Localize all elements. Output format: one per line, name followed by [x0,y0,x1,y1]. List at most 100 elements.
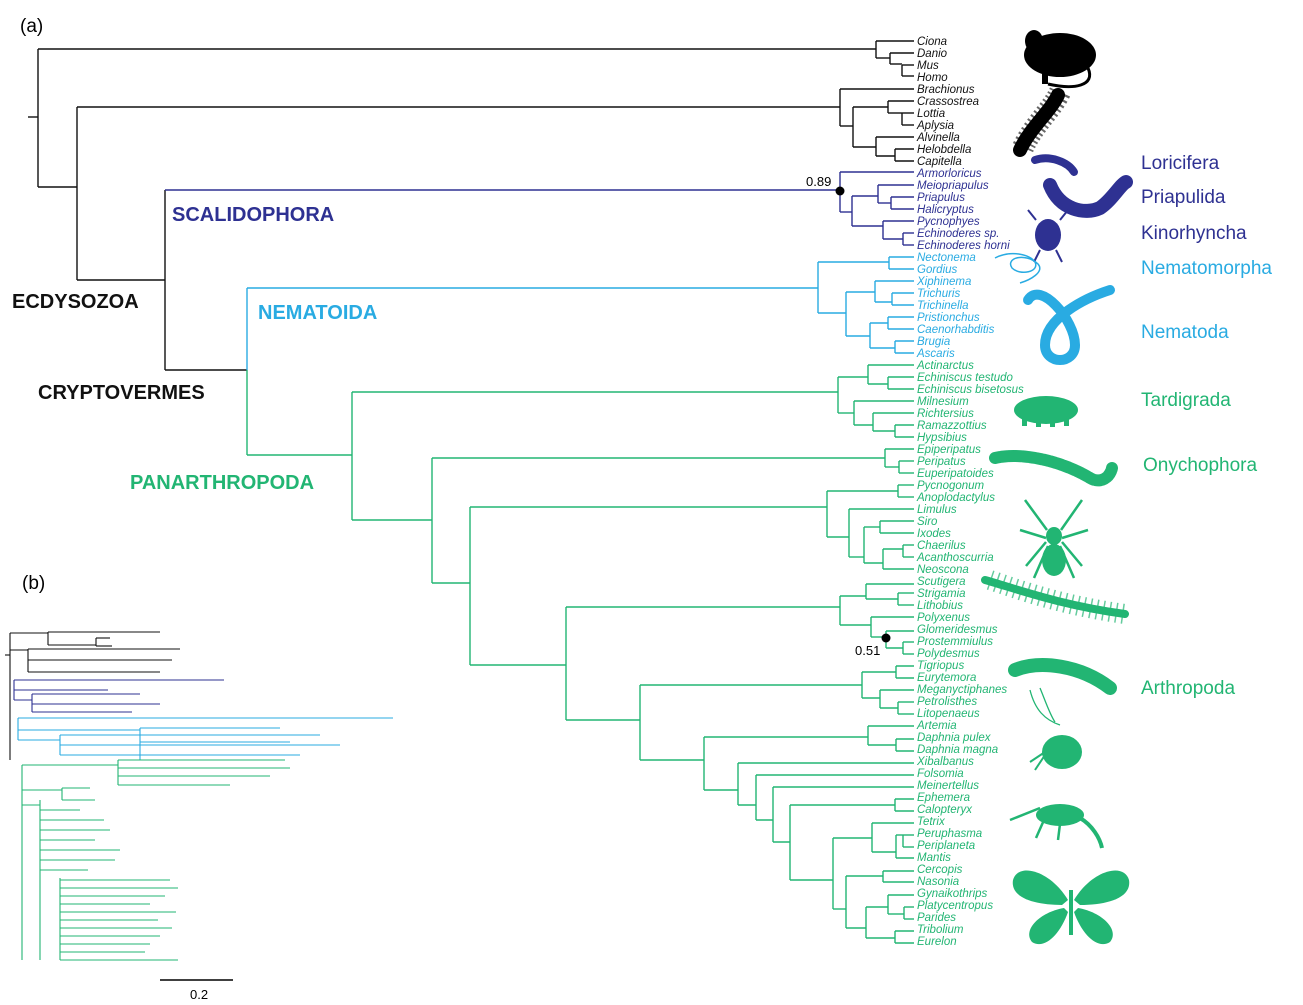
tip-label: Daphnia magna [917,744,998,756]
tip-label: Nectonema [917,252,976,264]
polychaete-silhouette-icon [1020,92,1060,150]
tip-label: Mantis [917,852,951,864]
tip-label: Echiniscus bisetosus [917,384,1024,396]
tip-labels: CionaDanioMusHomoBrachionusCrassostreaLo… [916,36,1024,948]
tip-label: Tetrix [917,816,946,828]
tip-label: Cercopis [917,864,963,876]
tip-label: Limulus [917,504,957,516]
panarthropoda-branches [247,365,914,943]
tip-label: Priapulus [917,192,965,204]
tip-label: Halicryptus [917,204,974,216]
support-value-myriapoda: 0.51 [855,643,880,658]
tip-label: Armorloricus [916,168,982,180]
tip-label: Lithobius [917,600,963,612]
tip-label: Pycnogonum [917,480,985,492]
tip-label: Daphnia pulex [917,732,992,744]
shrimp-silhouette-icon [1015,665,1110,725]
tip-label: Hypsibius [917,432,967,444]
tip-label: Danio [917,48,948,60]
tip-label: Calopteryx [917,804,973,816]
tip-label: Petrolisthes [917,696,977,708]
tip-label: Siro [917,516,938,528]
priapulid-silhouette-icon [1035,158,1126,211]
kinorhynch-silhouette-icon [1028,210,1068,262]
tip-label: Echiniscus testudo [917,372,1013,384]
phylum-label-nematoda: Nematoda [1141,322,1229,343]
tip-label: Aplysia [916,120,954,132]
phylum-label-kinorhyncha: Kinorhyncha [1141,223,1247,244]
tip-label: Glomeridesmus [917,624,998,636]
clade-label-nematoida: NEMATOIDA [258,302,377,324]
tip-label: Brachionus [917,84,975,96]
nematode-silhouette-icon [1028,290,1110,360]
tip-label: Platycentropus [917,900,993,912]
cricket-silhouette-icon [1010,804,1102,848]
panel-b-label: (b) [22,573,45,594]
phylum-label-loricifera: Loricifera [1141,153,1220,174]
tip-label: Brugia [917,336,950,348]
nematomorph-silhouette-icon [995,254,1040,283]
tip-label: Parides [917,912,956,924]
tip-label: Homo [917,72,948,84]
tip-label: Lottia [917,108,945,120]
tip-label: Folsomia [917,768,964,780]
phylum-label-priapulida: Priapulida [1141,187,1226,208]
tip-label: Acanthoscurria [916,552,994,564]
tip-label: Tribolium [917,924,964,936]
support-node-dot [836,187,845,196]
centipede-silhouette-icon [985,580,1125,614]
tip-label: Peripatus [917,456,966,468]
onychophoran-silhouette-icon [995,456,1112,480]
tip-label: Neoscona [917,564,969,576]
tip-label: Litopenaeus [917,708,980,720]
tip-label: Echinoderes horni [917,240,1010,252]
tip-label: Trichuris [917,288,960,300]
tip-label: Caenorhabditis [917,324,995,336]
scale-bar-label: 0.2 [190,987,208,1002]
phylum-label-arthropoda: Arthropoda [1141,678,1235,699]
tip-label: Epiperipatus [917,444,981,456]
tip-label: Mus [917,60,939,72]
tip-label: Anoplodactylus [916,492,995,504]
tip-label: Ciona [917,36,947,48]
tip-label: Alvinella [916,132,960,144]
tip-label: Prostemmiulus [917,636,993,648]
tip-label: Trichinella [917,300,969,312]
tip-label: Artemia [916,720,957,732]
tip-label: Ascaris [916,348,955,360]
clade-label-ecdysozoa: ECDYSOZOA [12,291,139,313]
mouse-silhouette-icon [1024,30,1096,87]
tip-label: Ephemera [917,792,970,804]
tip-label: Ixodes [917,528,951,540]
tip-label: Crassostrea [917,96,979,108]
tip-label: Meiopriapulus [917,180,989,192]
panel-a-label: (a) [20,16,43,37]
tip-label: Polyxenus [917,612,970,624]
panel-b-tree [5,632,393,960]
spider-silhouette-icon [1020,500,1088,578]
tip-label: Actinarctus [916,360,974,372]
support-value-scalidophora: 0.89 [806,174,831,189]
tip-label: Polydesmus [917,648,980,660]
tip-label: Nasonia [917,876,959,888]
tip-label: Periplaneta [917,840,975,852]
clade-label-cryptovermes: CRYPTOVERMES [38,382,205,404]
tip-label: Meganyctiphanes [917,684,1007,696]
phylum-label-nematomorpha: Nematomorpha [1141,258,1272,279]
tip-label: Pristionchus [917,312,980,324]
tip-label: Richtersius [917,408,974,420]
tip-label: Gordius [917,264,958,276]
phylum-label-tardigrada: Tardigrada [1141,390,1231,411]
tip-label: Euperipatoides [917,468,994,480]
tip-label: Xiphinema [916,276,971,288]
daphnia-silhouette-icon [1030,735,1082,770]
tip-label: Ramazzottius [917,420,987,432]
tip-label: Pycnophyes [917,216,980,228]
tip-label: Chaerilus [917,540,966,552]
support-node-dot [882,634,891,643]
tip-label: Eurelon [917,936,957,948]
tip-label: Xibalbanus [916,756,974,768]
tip-label: Meinertellus [917,780,979,792]
